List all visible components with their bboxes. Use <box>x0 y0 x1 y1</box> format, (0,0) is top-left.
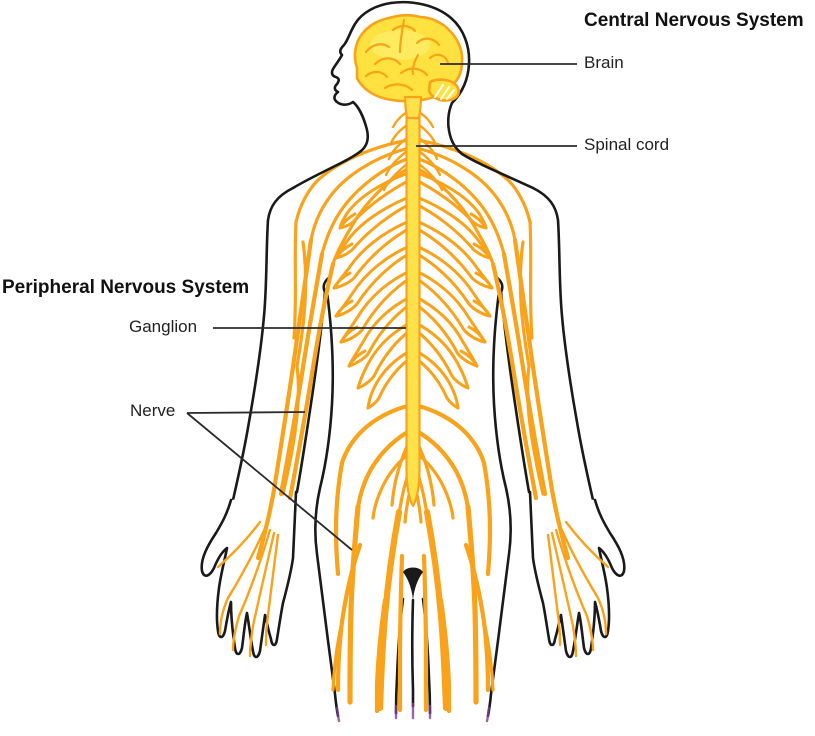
brain-illustration <box>353 13 464 120</box>
body-right-half <box>414 112 624 721</box>
brain-gyri <box>364 18 450 92</box>
brain-label: Brain <box>584 53 624 72</box>
head-outline <box>291 0 535 190</box>
ganglion-label: Ganglion <box>129 317 198 336</box>
leader-lines <box>186 63 577 551</box>
hand-nerves <box>216 520 280 658</box>
nerve-leader-line-arm <box>186 411 306 414</box>
cerebellum <box>427 78 460 102</box>
spinal-cord-illustration <box>405 114 421 508</box>
pns-title: Peripheral Nervous System <box>2 277 250 298</box>
nerve-label: Nerve <box>130 401 176 420</box>
arm-nerves <box>255 220 336 561</box>
body-left-half <box>200 110 415 723</box>
brainstem <box>403 95 423 120</box>
lumbar-nerves <box>339 402 415 524</box>
leg-nerves <box>331 460 405 714</box>
crotch-outline <box>403 567 423 720</box>
cns-title: Central Nervous System <box>584 10 804 31</box>
nerve-leader-line-leg <box>186 412 353 551</box>
spinal-cord-label: Spinal cord <box>584 135 670 154</box>
thoracic-nerves <box>332 170 414 410</box>
